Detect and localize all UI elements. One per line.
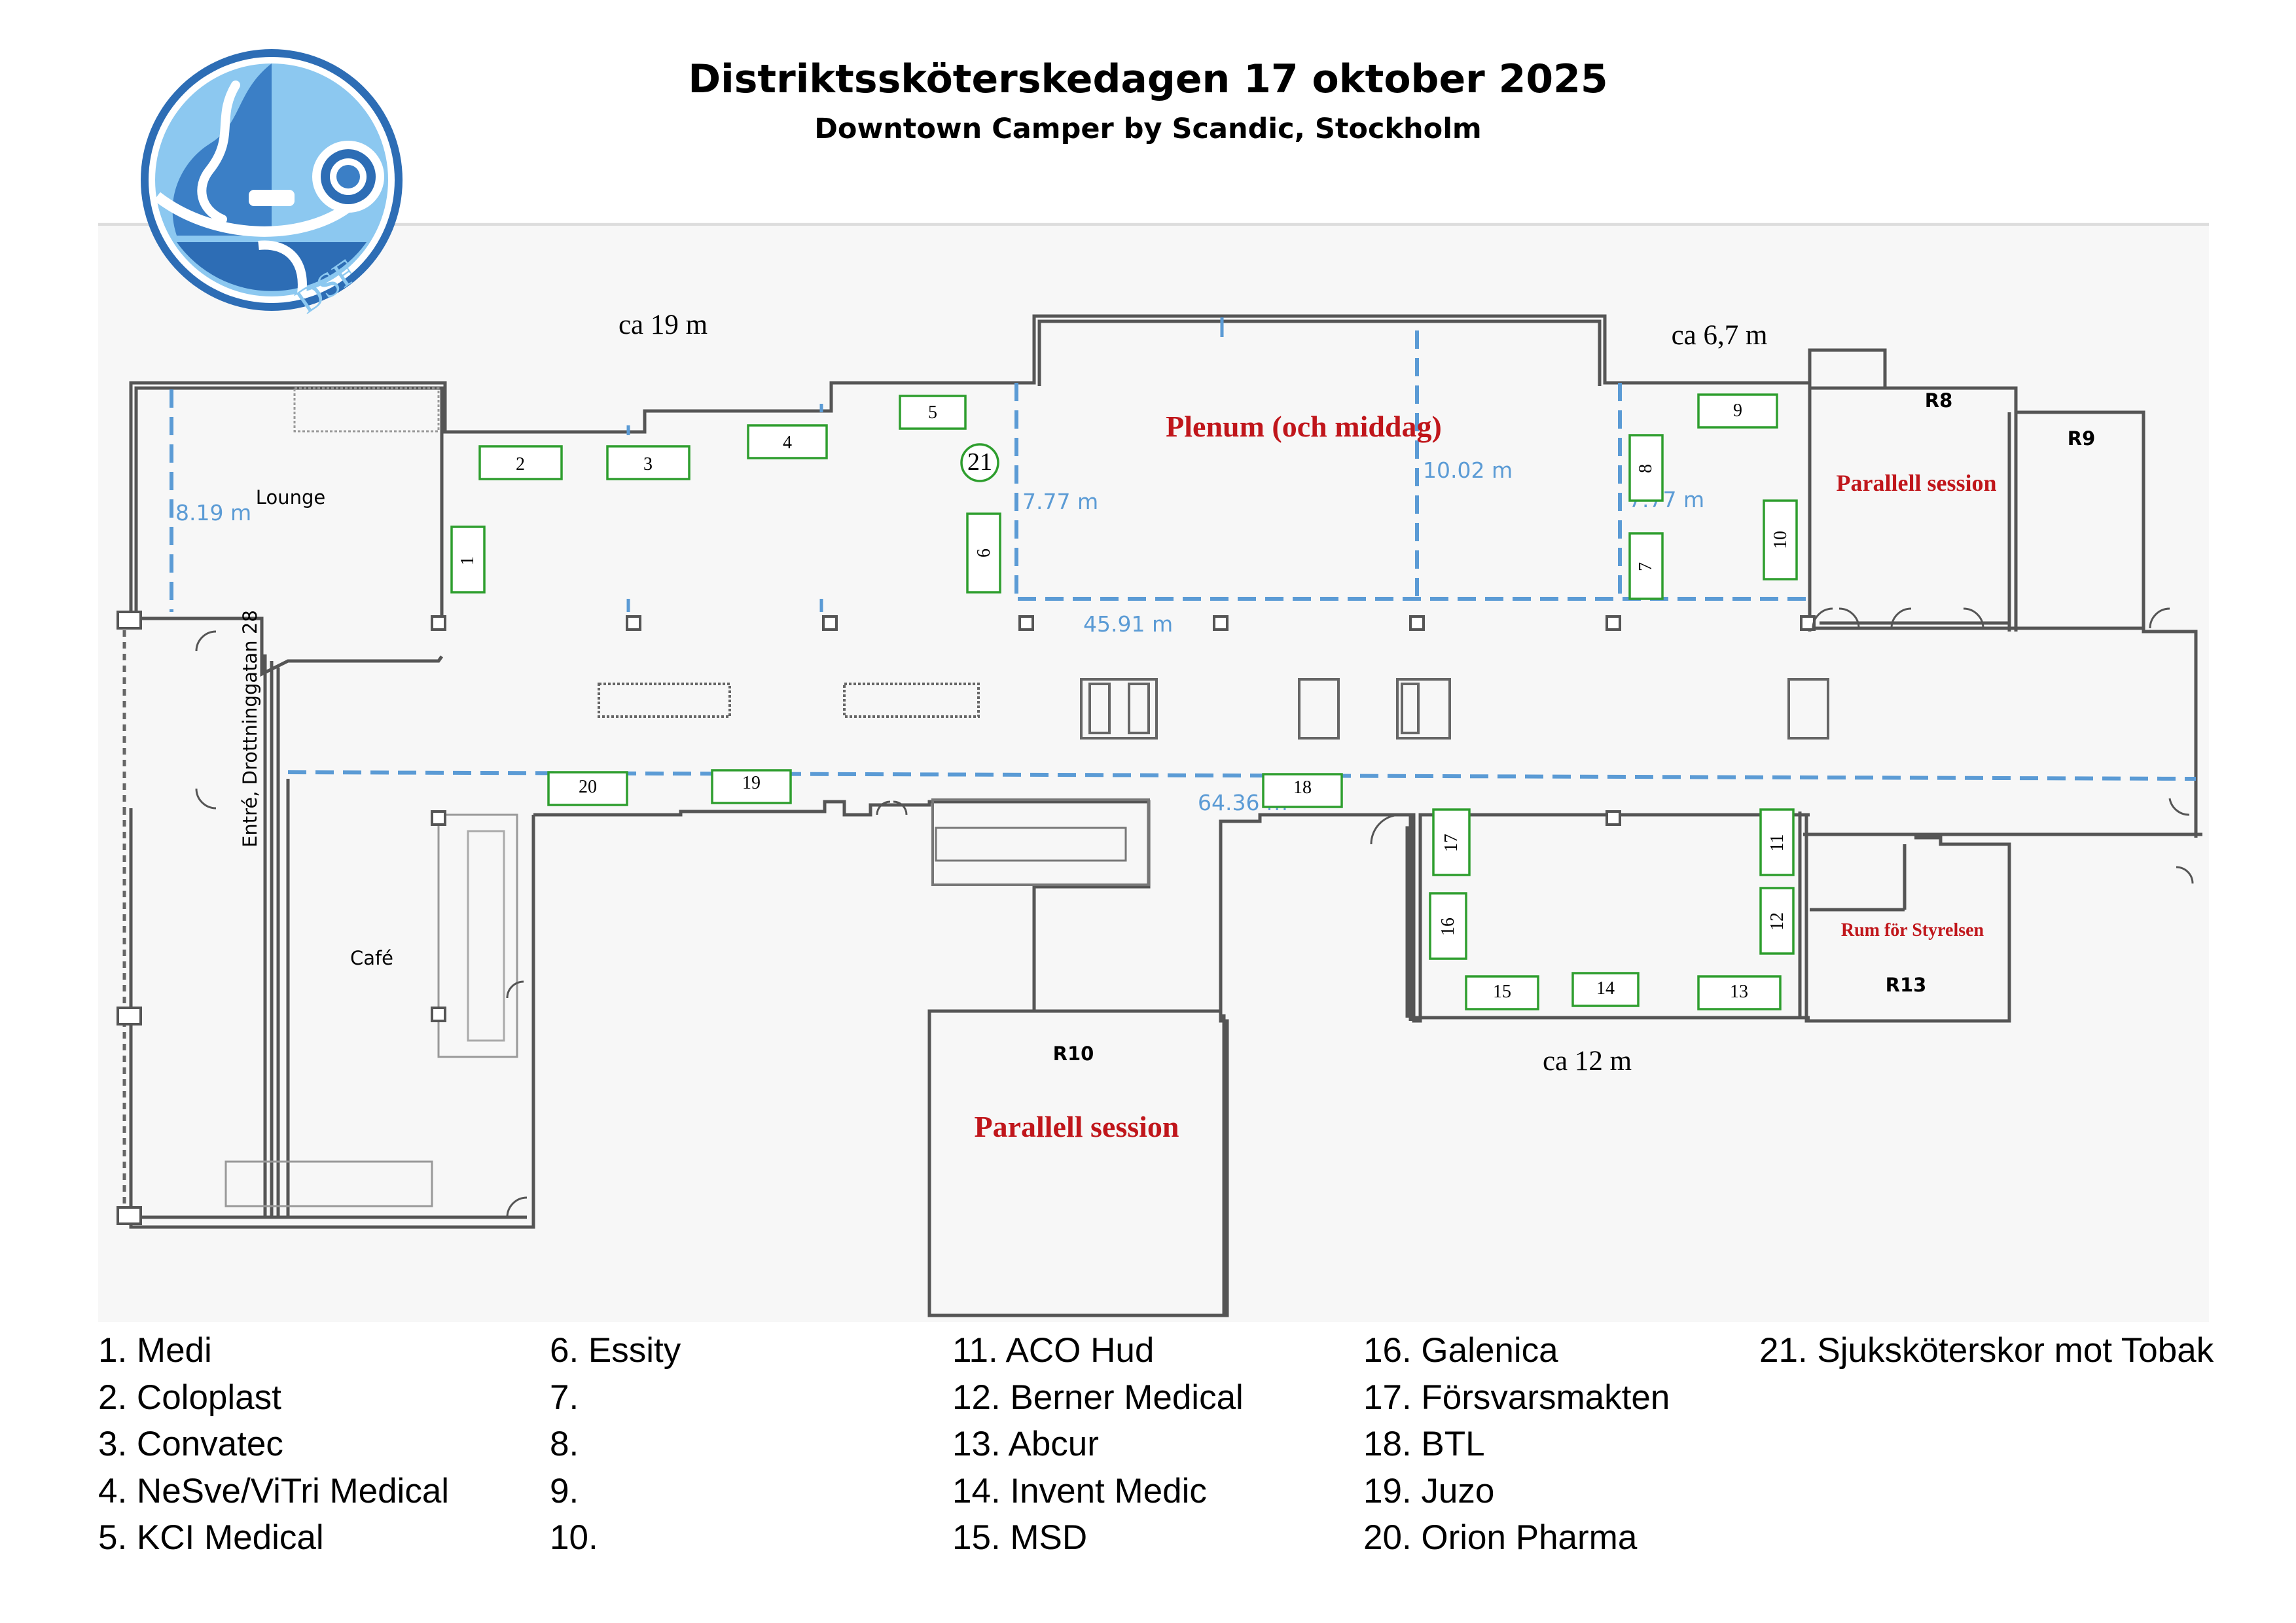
booth-21: 21 bbox=[960, 443, 999, 482]
svg-text:3: 3 bbox=[643, 454, 653, 474]
svg-text:4: 4 bbox=[783, 433, 792, 453]
legend-item: 9. bbox=[550, 1471, 579, 1510]
svg-text:17: 17 bbox=[1441, 834, 1462, 852]
booth-19: 19 bbox=[711, 769, 792, 804]
svg-text:5: 5 bbox=[928, 402, 937, 423]
booth-14: 14 bbox=[1571, 972, 1640, 1007]
entrance-label: Entré, Drottninggatan 28 bbox=[239, 610, 261, 847]
svg-text:2: 2 bbox=[516, 454, 525, 474]
legend-item: 12. Berner Medical bbox=[952, 1378, 1244, 1417]
booth-17: 17 bbox=[1432, 808, 1471, 876]
svg-text:8: 8 bbox=[1636, 464, 1656, 473]
room-r9: R9 bbox=[2068, 427, 2096, 450]
svg-text:19: 19 bbox=[742, 773, 761, 793]
booth-8: 8 bbox=[1628, 434, 1664, 502]
room-cafe: Café bbox=[350, 947, 393, 969]
legend-column-4: 16. Galenica 17. Försvarsmakten 18. BTL … bbox=[1363, 1327, 1670, 1561]
booth-1: 1 bbox=[450, 526, 486, 594]
legend-item: 17. Försvarsmakten bbox=[1363, 1378, 1670, 1417]
room-lounge: Lounge bbox=[256, 486, 325, 508]
svg-text:13: 13 bbox=[1730, 982, 1748, 1002]
legend-item: 2. Coloplast bbox=[98, 1378, 281, 1417]
svg-text:7: 7 bbox=[1636, 562, 1656, 571]
svg-text:6: 6 bbox=[974, 548, 994, 558]
legend-item: 8. bbox=[550, 1425, 579, 1463]
booth-2: 2 bbox=[478, 445, 563, 480]
svg-text:18: 18 bbox=[1293, 777, 1312, 798]
legend-item: 18. BTL bbox=[1363, 1425, 1485, 1463]
dsf-logo: DSF bbox=[141, 49, 403, 314]
svg-text:9: 9 bbox=[1733, 401, 1742, 421]
booth-16: 16 bbox=[1429, 892, 1467, 960]
booth-18: 18 bbox=[1262, 773, 1343, 808]
legend-item: 19. Juzo bbox=[1363, 1471, 1495, 1510]
legend-item: 13. Abcur bbox=[952, 1425, 1099, 1463]
svg-text:16: 16 bbox=[1438, 918, 1458, 936]
room-r8: R8 bbox=[1925, 389, 1953, 412]
board-room-label: Rum för Styrelsen bbox=[1841, 920, 1984, 940]
dimension-ticks bbox=[626, 317, 1224, 612]
legend-item: 1. Medi bbox=[98, 1331, 212, 1370]
svg-text:11: 11 bbox=[1767, 834, 1787, 852]
legend-item: 14. Invent Medic bbox=[952, 1471, 1207, 1510]
page-title: Distriktssköterskedagen 17 oktober 2025 bbox=[688, 56, 1608, 102]
legend-item: 6. Essity bbox=[550, 1331, 681, 1370]
corridor-furniture bbox=[598, 678, 1829, 740]
dim-lounge: 8.19 m bbox=[175, 500, 251, 526]
svg-text:14: 14 bbox=[1596, 978, 1615, 999]
page-subtitle: Downtown Camper by Scandic, Stockholm bbox=[814, 113, 1482, 145]
legend-item: 7. bbox=[550, 1378, 579, 1417]
room-r10: R10 bbox=[1053, 1043, 1094, 1065]
booth-15: 15 bbox=[1465, 975, 1539, 1010]
legend-item: 21. Sjuksköterskor mot Tobak bbox=[1759, 1331, 2214, 1370]
booth-7: 7 bbox=[1628, 532, 1664, 600]
walls bbox=[122, 314, 2202, 1317]
legend-item: 15. MSD bbox=[952, 1518, 1088, 1557]
legend-item: 4. NeSve/ViTri Medical bbox=[98, 1471, 450, 1510]
dim-plenum-left: 7.77 m bbox=[1022, 489, 1098, 514]
svg-text:21: 21 bbox=[967, 448, 992, 476]
legend-column-1: 1. Medi 2. Coloplast 3. Convatec 4. NeSv… bbox=[98, 1327, 449, 1561]
dim-plenum-mid: 10.02 m bbox=[1423, 457, 1513, 483]
parallel-session-r10: Parallell session bbox=[974, 1110, 1179, 1143]
booth-6: 6 bbox=[966, 512, 1001, 594]
pillars bbox=[117, 611, 1816, 1225]
legend-column-5: 21. Sjuksköterskor mot Tobak bbox=[1759, 1327, 2214, 1374]
booth-12: 12 bbox=[1759, 887, 1795, 955]
booth-3: 3 bbox=[606, 445, 691, 480]
svg-text:12: 12 bbox=[1767, 912, 1787, 931]
legend-item: 3. Convatec bbox=[98, 1425, 283, 1463]
legend-item: 16. Galenica bbox=[1363, 1331, 1558, 1370]
legend-item: 10. bbox=[550, 1518, 598, 1557]
booth-13: 13 bbox=[1697, 975, 1782, 1010]
svg-text:1: 1 bbox=[457, 556, 478, 565]
legend-item: 20. Orion Pharma bbox=[1363, 1518, 1638, 1557]
svg-text:10: 10 bbox=[1770, 531, 1791, 549]
booth-4: 4 bbox=[747, 424, 828, 459]
dim-top-right: ca 6,7 m bbox=[1672, 320, 1768, 351]
booth-10: 10 bbox=[1763, 499, 1798, 580]
svg-text:20: 20 bbox=[579, 777, 597, 797]
parallel-session-r8: Parallell session bbox=[1837, 470, 1997, 496]
plenum-label: Plenum (och middag) bbox=[1166, 410, 1442, 443]
legend-column-3: 11. ACO Hud 12. Berner Medical 13. Abcur… bbox=[952, 1327, 1244, 1561]
booth-5: 5 bbox=[899, 395, 967, 430]
doors bbox=[195, 607, 2194, 1218]
legend-item: 5. KCI Medical bbox=[98, 1518, 324, 1557]
svg-text:15: 15 bbox=[1493, 982, 1511, 1002]
legend-item: 11. ACO Hud bbox=[952, 1331, 1155, 1370]
dim-bottom: ca 12 m bbox=[1543, 1046, 1632, 1077]
plan-background bbox=[98, 223, 2209, 1322]
dim-top-left: ca 19 m bbox=[619, 310, 708, 340]
dim-plenum-width: 45.91 m bbox=[1083, 611, 1173, 637]
booth-20: 20 bbox=[547, 771, 628, 806]
booth-11: 11 bbox=[1759, 808, 1795, 876]
room-r13: R13 bbox=[1886, 974, 1927, 996]
legend-column-2: 6. Essity 7. 8. 9. 10. bbox=[550, 1327, 681, 1561]
booth-9: 9 bbox=[1697, 393, 1778, 429]
